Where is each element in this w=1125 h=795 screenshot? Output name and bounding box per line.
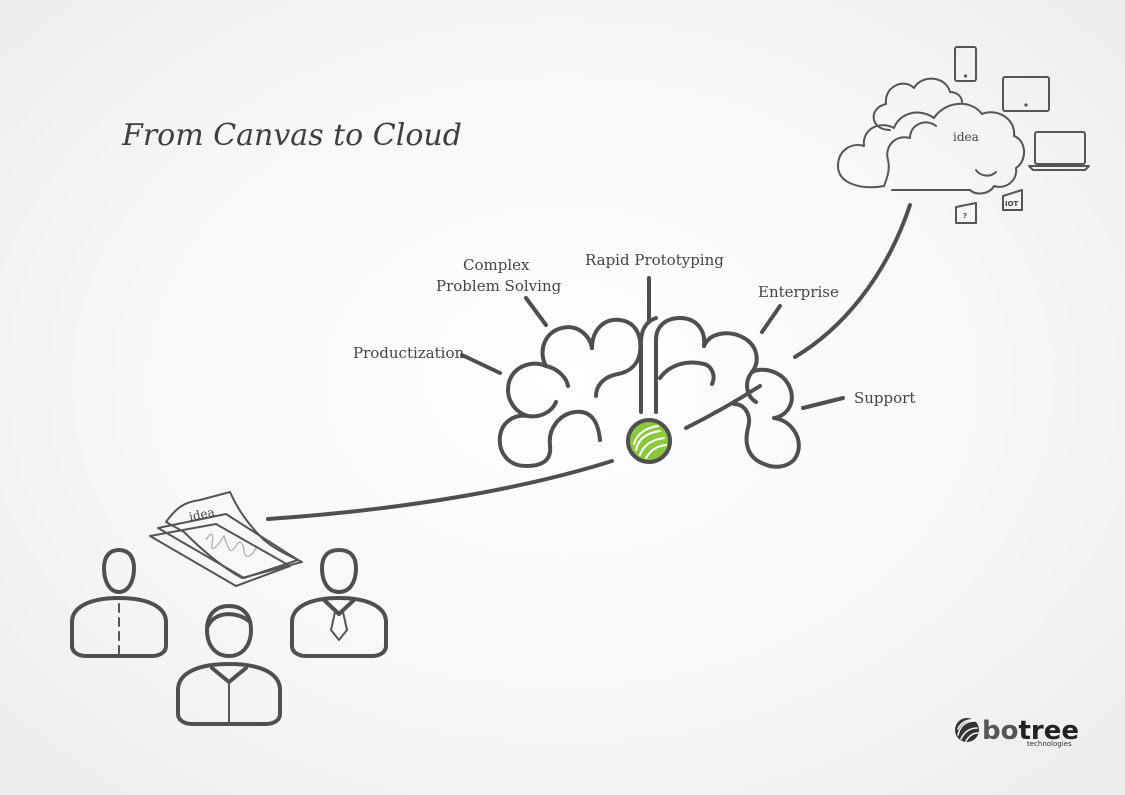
label-support: Support: [854, 389, 915, 407]
brain-to-cloud-connector: [793, 203, 912, 359]
label-problem-solving: Problem Solving: [436, 277, 562, 295]
tablet-icon: [1002, 76, 1050, 112]
brain-icon: [497, 316, 801, 469]
iot-device-icon: IOT: [1002, 189, 1023, 211]
support-tick: [801, 396, 845, 410]
logo-text-part1: bo: [982, 716, 1018, 746]
label-rapid-prototyping: Rapid Prototyping: [585, 251, 724, 269]
question-device-icon: ?: [955, 202, 977, 224]
iot-device-label: IOT: [1005, 200, 1019, 208]
paper-icon: idea: [149, 491, 303, 587]
phone-icon: [954, 46, 977, 82]
person-icon-left: [70, 548, 168, 658]
paper-label: idea: [188, 505, 216, 524]
cloud-label: idea: [953, 130, 979, 144]
label-enterprise: Enterprise: [758, 283, 839, 301]
complex-tick: [524, 296, 548, 327]
person-icon-right: [290, 548, 388, 658]
people-to-brain-connector: [266, 459, 614, 521]
logo-text-part2: tree: [1018, 716, 1079, 746]
enterprise-tick: [760, 304, 782, 334]
question-device-label: ?: [963, 212, 967, 220]
botree-logo-icon: botree technologies: [955, 716, 1079, 748]
label-complex: Complex: [463, 256, 530, 274]
productization-tick: [460, 353, 502, 375]
logo-subtitle: technologies: [1027, 740, 1072, 748]
logo-text: botree: [982, 716, 1079, 746]
person-icon-center: [176, 604, 282, 726]
cloud-icon: idea: [837, 77, 1025, 195]
laptop-icon: [1028, 131, 1090, 171]
page-title: From Canvas to Cloud: [121, 118, 462, 153]
label-productization: Productization: [353, 344, 464, 362]
